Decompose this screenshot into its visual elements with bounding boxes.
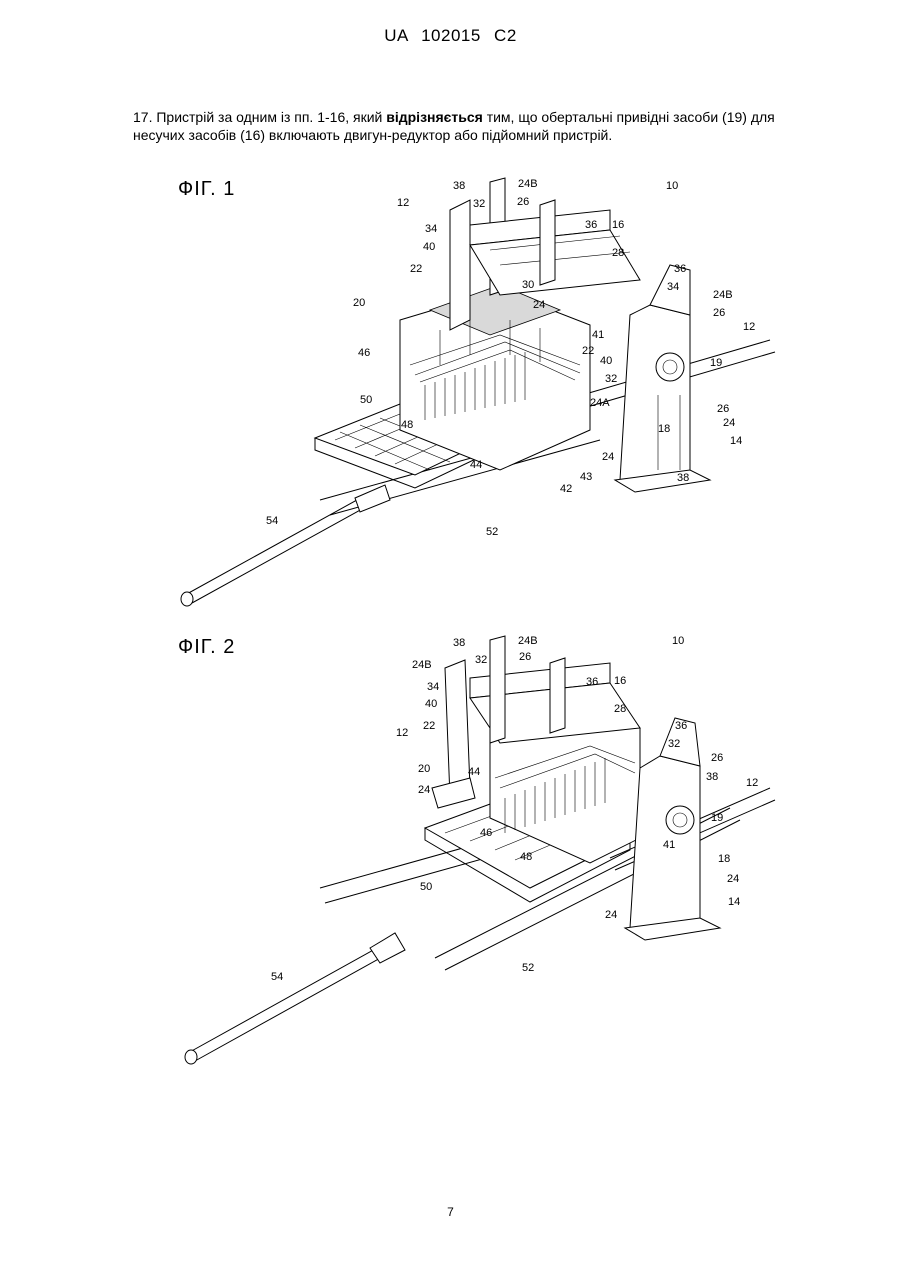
ref-12: 12 bbox=[397, 197, 409, 209]
figure-1-drawing: 38 24B 26 10 12 32 34 36 16 40 28 22 30 … bbox=[170, 170, 790, 610]
ref-28: 28 bbox=[612, 247, 624, 259]
ref2-54: 54 bbox=[271, 971, 283, 983]
claim-17-text: 17. Пристрій за одним із пп. 1-16, який … bbox=[133, 108, 823, 144]
ref2-12: 12 bbox=[396, 727, 408, 739]
ref-50: 50 bbox=[360, 394, 372, 406]
ref-24c: 24 bbox=[602, 451, 614, 463]
ref2-26: 26 bbox=[519, 651, 531, 663]
claim-text-bold: відрізняється bbox=[386, 109, 483, 125]
ref-24B-b: 24B bbox=[713, 289, 733, 301]
ref-36b: 36 bbox=[674, 263, 686, 275]
ref-22b: 22 bbox=[582, 345, 594, 357]
ref2-24: 24 bbox=[418, 784, 430, 796]
ref-14: 14 bbox=[730, 435, 742, 447]
ref2-36b: 36 bbox=[675, 720, 687, 732]
claim-text-start: 17. Пристрій за одним із пп. 1-16, який bbox=[133, 109, 386, 125]
ref-40b: 40 bbox=[600, 355, 612, 367]
ref-38: 38 bbox=[453, 180, 465, 192]
ref-44: 44 bbox=[470, 459, 482, 471]
ref-38b: 38 bbox=[677, 472, 689, 484]
ref-26b: 26 bbox=[713, 307, 725, 319]
ref-24B: 24B bbox=[518, 178, 538, 190]
patent-header: UA 102015 C2 bbox=[0, 26, 901, 46]
ref-24b: 24 bbox=[723, 417, 735, 429]
ref-54: 54 bbox=[266, 515, 278, 527]
ref-26c: 26 bbox=[717, 403, 729, 415]
ref-24A: 24A bbox=[590, 397, 610, 409]
ref-34: 34 bbox=[425, 223, 437, 235]
ref2-32b: 32 bbox=[668, 738, 680, 750]
ref-10: 10 bbox=[666, 180, 678, 192]
ref-42: 42 bbox=[560, 483, 572, 495]
ref2-24c: 24 bbox=[605, 909, 617, 921]
ref2-41: 41 bbox=[663, 839, 675, 851]
ref2-40: 40 bbox=[425, 698, 437, 710]
ref-41: 41 bbox=[592, 329, 604, 341]
ref2-38: 38 bbox=[453, 637, 465, 649]
ref-24: 24 bbox=[533, 299, 545, 311]
ref2-36: 36 bbox=[586, 676, 598, 688]
ref2-46: 46 bbox=[480, 827, 492, 839]
ref2-20: 20 bbox=[418, 763, 430, 775]
ref2-50: 50 bbox=[420, 881, 432, 893]
ref2-52: 52 bbox=[522, 962, 534, 974]
ref-30: 30 bbox=[522, 279, 534, 291]
ref-40: 40 bbox=[423, 241, 435, 253]
ref2-24b: 24 bbox=[727, 873, 739, 885]
ref2-18: 18 bbox=[718, 853, 730, 865]
ref2-12b: 12 bbox=[746, 777, 758, 789]
ref-46: 46 bbox=[358, 347, 370, 359]
ref2-34: 34 bbox=[427, 681, 439, 693]
ref2-14: 14 bbox=[728, 896, 740, 908]
ref-22: 22 bbox=[410, 263, 422, 275]
ref2-19: 19 bbox=[711, 812, 723, 824]
ref2-38b: 38 bbox=[706, 771, 718, 783]
ref-32b: 32 bbox=[605, 373, 617, 385]
ref-32: 32 bbox=[473, 198, 485, 210]
ref-16: 16 bbox=[612, 219, 624, 231]
ref-19: 19 bbox=[710, 357, 722, 369]
ref2-16: 16 bbox=[614, 675, 626, 687]
ref2-28: 28 bbox=[614, 703, 626, 715]
ref-26: 26 bbox=[517, 196, 529, 208]
ref2-26b: 26 bbox=[711, 752, 723, 764]
ref-18: 18 bbox=[658, 423, 670, 435]
ref2-24B-b: 24B bbox=[412, 659, 432, 671]
ref-20: 20 bbox=[353, 297, 365, 309]
ref2-10: 10 bbox=[672, 635, 684, 647]
ref2-44: 44 bbox=[468, 766, 480, 778]
ref2-48: 48 bbox=[520, 851, 532, 863]
ref-52: 52 bbox=[486, 526, 498, 538]
ref-36: 36 bbox=[585, 219, 597, 231]
ref-43: 43 bbox=[580, 471, 592, 483]
ref2-32: 32 bbox=[475, 654, 487, 666]
ref2-24B: 24B bbox=[518, 635, 538, 647]
ref-12b: 12 bbox=[743, 321, 755, 333]
page-number: 7 bbox=[0, 1205, 901, 1219]
figure-2-drawing: 38 24B 26 10 24B 32 36 16 34 40 28 22 36… bbox=[170, 628, 790, 1068]
ref-34b: 34 bbox=[667, 281, 679, 293]
ref-48: 48 bbox=[401, 419, 413, 431]
ref2-22: 22 bbox=[423, 720, 435, 732]
